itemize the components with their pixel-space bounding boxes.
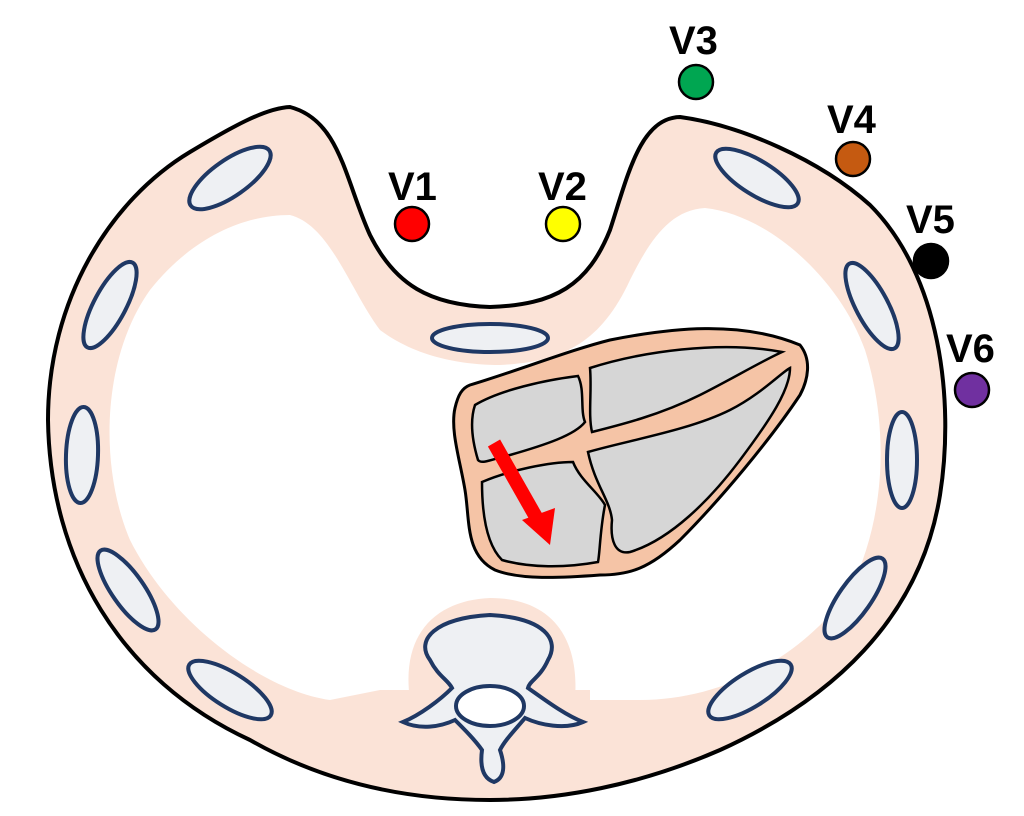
rib [706, 658, 794, 722]
lead-v1: V1 [388, 165, 437, 243]
spinal-canal [454, 684, 526, 728]
rib [713, 146, 801, 210]
lead-label-v5: V5 [906, 198, 955, 242]
rib [822, 555, 888, 641]
lead-label-v4: V4 [827, 98, 877, 142]
chest-leads: V1 V2 V3 V4 V5 V6 [388, 19, 995, 409]
electrode-v4 [834, 140, 872, 178]
electrode-v6 [953, 371, 991, 409]
lead-label-v2: V2 [538, 165, 587, 209]
lead-label-v1: V1 [388, 165, 437, 209]
ribs [63, 144, 919, 722]
lead-v5: V5 [906, 198, 955, 280]
rib [186, 658, 274, 722]
lead-v3: V3 [669, 19, 718, 101]
rib [95, 547, 161, 633]
heart [452, 327, 809, 579]
electrode-v5 [912, 242, 950, 280]
lead-label-v6: V6 [946, 327, 995, 371]
rib [843, 260, 901, 352]
lead-v2: V2 [538, 165, 587, 243]
lead-v6: V6 [946, 327, 995, 409]
vertebra [398, 612, 589, 785]
heart-chamber [586, 365, 792, 554]
heart-chamber [588, 345, 787, 434]
electrode-v2 [544, 205, 582, 243]
red-vector-arrow-icon [487, 439, 555, 545]
electrode-v3 [677, 63, 715, 101]
rib [430, 322, 550, 354]
rib [63, 405, 101, 505]
rib [187, 144, 273, 212]
lead-v4: V4 [827, 98, 877, 178]
electrode-v1 [393, 205, 431, 243]
rib [885, 410, 919, 510]
rib [81, 259, 139, 351]
lead-label-v3: V3 [669, 19, 718, 63]
